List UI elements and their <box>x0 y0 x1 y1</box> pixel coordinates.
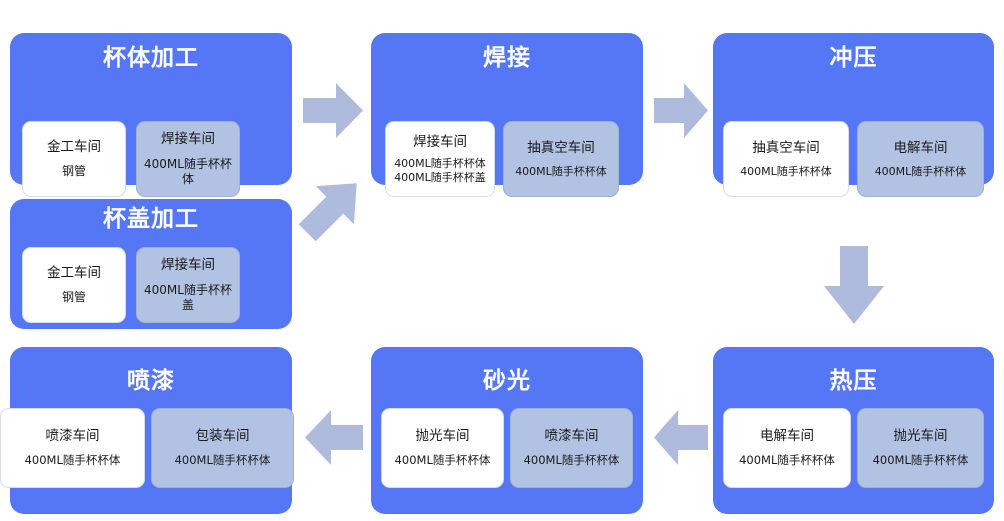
arrow-right-icon-welding-to-stamping <box>654 83 708 138</box>
workshop-card[interactable]: 金工车间 钢管 <box>22 247 126 323</box>
workshop-card[interactable]: 电解车间 400ML随手杯杯体 <box>857 121 984 197</box>
group-cards: 抽真空车间 400ML随手杯杯体 电解车间 400ML随手杯杯体 <box>723 121 984 197</box>
group-title: 热压 <box>829 368 878 394</box>
workshop-card[interactable]: 喷漆车间 400ML随手杯杯体 <box>0 408 145 488</box>
group-title: 喷漆 <box>127 368 175 394</box>
process-group-welding[interactable]: 焊接 焊接车间 400ML随手杯杯体 400ML随手杯杯盖 抽真空车间 400M… <box>371 33 643 197</box>
group-title: 杯盖加工 <box>103 206 199 232</box>
workshop-product: 400ML随手杯杯体 <box>740 164 832 178</box>
workshop-product: 400ML随手杯杯体 <box>144 156 232 186</box>
workshop-name: 抛光车间 <box>415 428 470 445</box>
process-group-hot-pressing[interactable]: 热压 电解车间 400ML随手杯杯体 抛光车间 400ML随手杯杯体 <box>713 347 994 514</box>
group-cards: 金工车间 钢管 焊接车间 400ML随手杯杯体 <box>22 121 280 197</box>
workshop-name: 焊接车间 <box>161 257 215 274</box>
workshop-product: 钢管 <box>61 164 86 179</box>
workshop-product: 400ML随手杯杯体 <box>394 453 491 468</box>
workshop-name: 金工车间 <box>47 264 101 281</box>
workshop-product: 400ML随手杯杯体 <box>523 453 620 468</box>
process-group-sanding[interactable]: 砂光 抛光车间 400ML随手杯杯体 喷漆车间 400ML随手杯杯体 <box>371 347 643 514</box>
process-group-stamping[interactable]: 冲压 抽真空车间 400ML随手杯杯体 电解车间 400ML随手杯杯体 <box>713 33 994 197</box>
workshop-card[interactable]: 焊接车间 400ML随手杯杯体 400ML随手杯杯盖 <box>385 121 495 197</box>
workshop-product: 400ML随手杯杯盖 <box>144 282 232 312</box>
workshop-product: 400ML随手杯杯体 <box>739 453 835 468</box>
workshop-name: 焊接车间 <box>161 131 215 148</box>
arrow-left-icon-hot-pressing-to-sanding <box>654 410 708 465</box>
group-cards: 电解车间 400ML随手杯杯体 抛光车间 400ML随手杯杯体 <box>723 408 984 488</box>
group-title: 焊接 <box>483 45 531 71</box>
workshop-name: 金工车间 <box>47 138 101 155</box>
group-cards: 喷漆车间 400ML随手杯杯体 包装车间 400ML随手杯杯体 <box>0 408 294 488</box>
arrow-right-icon-cup-body-to-welding <box>303 83 363 138</box>
workshop-product: 400ML随手杯杯体 <box>515 164 607 178</box>
group-title: 杯体加工 <box>103 45 199 71</box>
workshop-name: 包装车间 <box>195 428 250 445</box>
workshop-card[interactable]: 喷漆车间 400ML随手杯杯体 <box>510 408 633 488</box>
workshop-name: 焊接车间 <box>413 133 467 150</box>
group-cards: 金工车间 钢管 焊接车间 400ML随手杯杯盖 <box>22 247 280 323</box>
workshop-card[interactable]: 包装车间 400ML随手杯杯体 <box>151 408 294 488</box>
workshop-card[interactable]: 焊接车间 400ML随手杯杯体 <box>136 121 240 197</box>
workshop-product: 400ML随手杯杯体 <box>24 453 121 468</box>
arrow-up-right-icon-cup-lid-to-welding <box>292 168 372 248</box>
workshop-card[interactable]: 金工车间 钢管 <box>22 121 126 197</box>
workshop-card[interactable]: 抛光车间 400ML随手杯杯体 <box>381 408 504 488</box>
group-cards: 焊接车间 400ML随手杯杯体 400ML随手杯杯盖 抽真空车间 400ML随手… <box>385 121 631 197</box>
workshop-name: 抽真空车间 <box>752 139 820 156</box>
workshop-product: 400ML随手杯杯体 <box>874 164 967 178</box>
workshop-name: 抽真空车间 <box>527 139 595 156</box>
workshop-card[interactable]: 电解车间 400ML随手杯杯体 <box>723 408 851 488</box>
workshop-product: 钢管 <box>61 290 86 305</box>
process-group-cup-lid-processing[interactable]: 杯盖加工 金工车间 钢管 焊接车间 400ML随手杯杯盖 <box>10 199 292 329</box>
workshop-product: 400ML随手杯杯体 <box>872 453 969 468</box>
process-group-spray-painting[interactable]: 喷漆 喷漆车间 400ML随手杯杯体 包装车间 400ML随手杯杯体 <box>0 347 294 514</box>
group-cards: 抛光车间 400ML随手杯杯体 喷漆车间 400ML随手杯杯体 <box>381 408 633 488</box>
workshop-card[interactable]: 抛光车间 400ML随手杯杯体 <box>857 408 984 488</box>
workshop-card[interactable]: 抽真空车间 400ML随手杯杯体 <box>503 121 619 197</box>
workshop-name: 喷漆车间 <box>544 428 599 445</box>
arrow-down-icon-stamping-to-hot-pressing <box>824 246 884 324</box>
group-title: 冲压 <box>829 45 878 71</box>
process-group-cup-body-processing[interactable]: 杯体加工 金工车间 钢管 焊接车间 400ML随手杯杯体 <box>10 33 292 197</box>
workshop-product: 400ML随手杯杯体 400ML随手杯杯盖 <box>394 156 486 184</box>
group-title: 砂光 <box>483 368 531 394</box>
workshop-name: 电解车间 <box>893 139 948 156</box>
workshop-name: 电解车间 <box>760 428 814 445</box>
workshop-product: 400ML随手杯杯体 <box>174 453 271 468</box>
arrow-left-icon-sanding-to-spray-painting <box>305 410 363 465</box>
workshop-card[interactable]: 焊接车间 400ML随手杯杯盖 <box>136 247 240 323</box>
workshop-name: 抛光车间 <box>893 428 948 445</box>
workshop-name: 喷漆车间 <box>45 428 100 445</box>
workshop-card[interactable]: 抽真空车间 400ML随手杯杯体 <box>723 121 849 197</box>
